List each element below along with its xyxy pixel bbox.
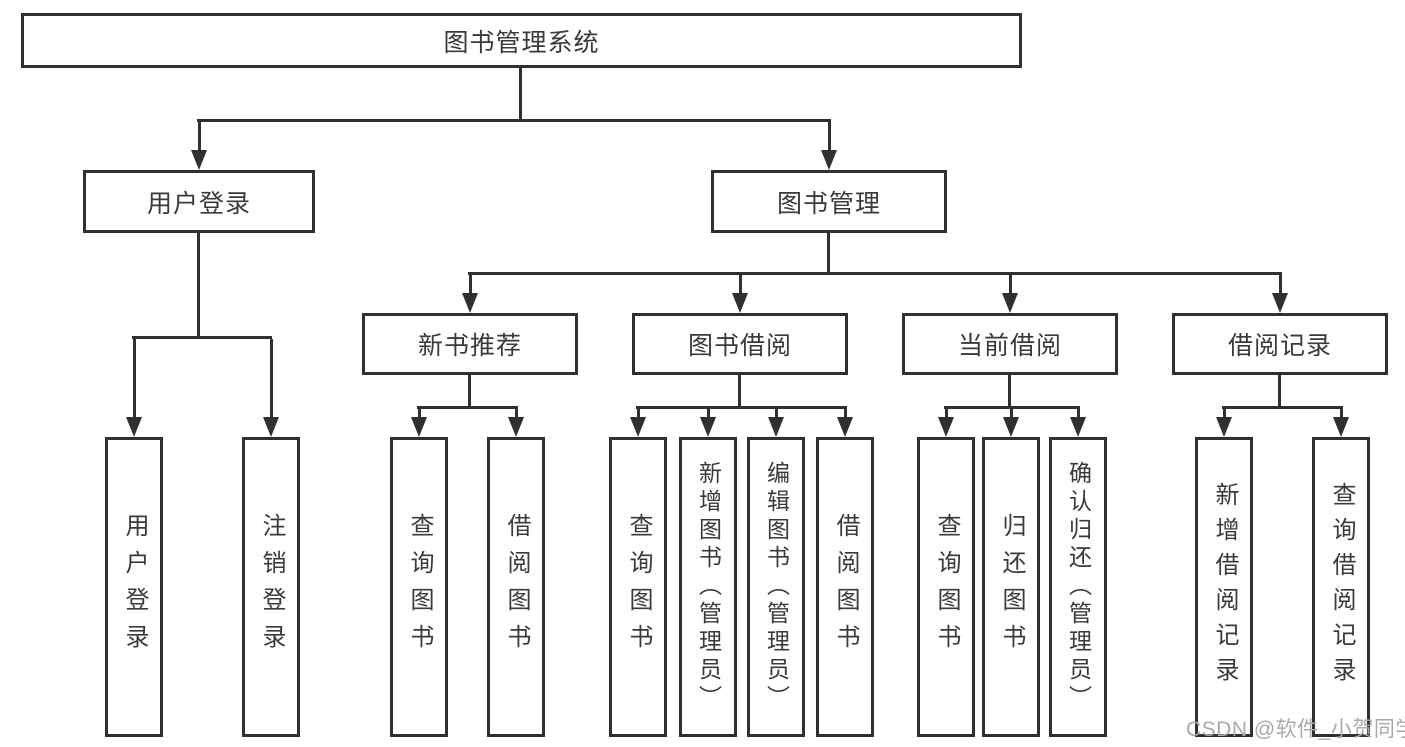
arrow-down-icon bbox=[700, 409, 716, 437]
node-book-mgmt: 图书管理 bbox=[711, 170, 947, 233]
node-bor-add-book: 新增图书（管理员） bbox=[679, 437, 737, 737]
node-new-book-rec: 新书推荐 bbox=[362, 313, 578, 375]
connector-cur-stub bbox=[1008, 374, 1011, 409]
node-bor-query-book: 查询图书 bbox=[609, 437, 667, 737]
connector-root-stub bbox=[519, 67, 522, 122]
connector-cur-hline bbox=[944, 406, 1080, 409]
connector-recd-hline bbox=[1222, 406, 1343, 409]
arrow-down-icon bbox=[263, 339, 279, 437]
node-recd-query-record: 查询借阅记录 bbox=[1312, 437, 1370, 737]
node-rec-query-book: 查询图书 bbox=[390, 437, 448, 737]
node-cur-return-book: 归还图书 bbox=[982, 437, 1040, 737]
node-cur-query-book: 查询图书 bbox=[917, 437, 975, 737]
arrow-down-icon bbox=[411, 409, 427, 437]
arrow-down-icon bbox=[191, 122, 207, 170]
node-recd-add-record: 新增借阅记录 bbox=[1195, 437, 1253, 737]
connector-mgmt-hline bbox=[468, 272, 1282, 275]
connector-bor-hline bbox=[636, 406, 847, 409]
arrow-down-icon bbox=[508, 409, 524, 437]
arrow-down-icon bbox=[630, 409, 646, 437]
node-cur-confirm-return: 确认归还（管理员） bbox=[1049, 437, 1107, 737]
arrow-down-icon bbox=[126, 339, 142, 437]
arrow-down-icon bbox=[821, 122, 837, 170]
node-book-borrow: 图书借阅 bbox=[632, 313, 848, 375]
arrow-down-icon bbox=[1002, 275, 1018, 313]
connector-mgmt-stub bbox=[827, 232, 830, 275]
arrow-down-icon bbox=[462, 275, 478, 313]
connector-rec-stub bbox=[468, 374, 471, 409]
node-login: 用户登录 bbox=[105, 437, 163, 737]
node-user-login: 用户登录 bbox=[83, 170, 315, 233]
node-borrow-records: 借阅记录 bbox=[1172, 313, 1388, 375]
connector-root-hline bbox=[197, 119, 831, 122]
arrow-down-icon bbox=[1272, 275, 1288, 313]
connector-login-hline bbox=[132, 336, 272, 339]
node-bor-borrow-book: 借阅图书 bbox=[816, 437, 874, 737]
node-root: 图书管理系统 bbox=[21, 13, 1022, 68]
connector-recd-stub bbox=[1278, 374, 1281, 409]
connector-bor-stub bbox=[738, 374, 741, 409]
arrow-down-icon bbox=[768, 409, 784, 437]
arrow-down-icon bbox=[1070, 409, 1086, 437]
arrow-down-icon bbox=[837, 409, 853, 437]
node-bor-edit-book: 编辑图书（管理员） bbox=[747, 437, 805, 737]
connector-login-stub bbox=[197, 232, 200, 339]
arrow-down-icon bbox=[1003, 409, 1019, 437]
node-rec-borrow-book: 借阅图书 bbox=[487, 437, 545, 737]
csdn-watermark: CSDN @软件_小贺同学 bbox=[1186, 718, 1405, 741]
node-current-borrow: 当前借阅 bbox=[902, 313, 1118, 375]
arrow-down-icon bbox=[938, 409, 954, 437]
arrow-down-icon bbox=[732, 275, 748, 313]
arrow-down-icon bbox=[1216, 409, 1232, 437]
connector-rec-hline bbox=[417, 406, 518, 409]
node-logout: 注销登录 bbox=[242, 437, 300, 737]
arrow-down-icon bbox=[1333, 409, 1349, 437]
